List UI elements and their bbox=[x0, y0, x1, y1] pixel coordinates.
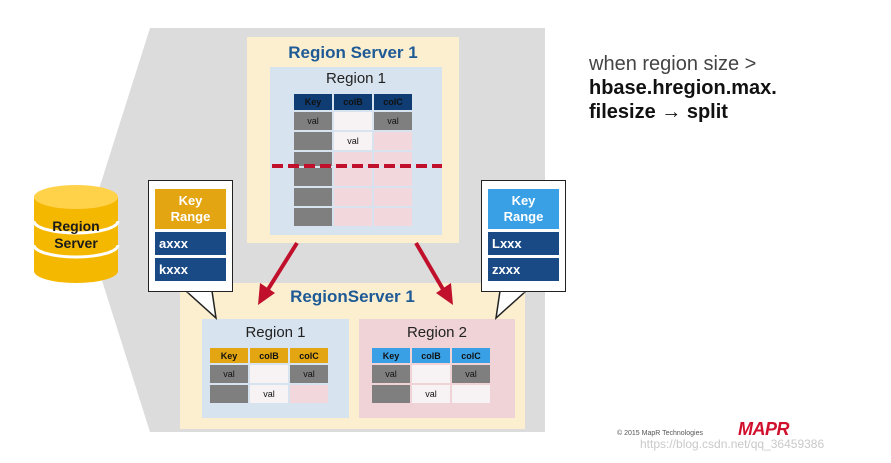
mapr-logo: MAPR bbox=[738, 419, 790, 439]
table-row: val bbox=[210, 385, 328, 403]
arrowhead-left bbox=[258, 283, 275, 305]
cell bbox=[290, 385, 328, 403]
bottom-region-2: Region 2 Key colB colC val val val bbox=[359, 319, 515, 418]
split-note: when region size > hbase.hregion.max. fi… bbox=[589, 52, 879, 124]
cell: val bbox=[290, 365, 328, 383]
keyrange-left-value: kxxx bbox=[155, 258, 226, 281]
table-header-row: Key colB colC bbox=[372, 348, 490, 363]
cell: val bbox=[334, 132, 372, 150]
top-region-server-panel: Region Server 1 Region 1 Key colB colC v… bbox=[247, 37, 459, 243]
cell bbox=[374, 132, 412, 150]
header-colc: colC bbox=[290, 348, 328, 363]
keyrange-right-value: Lxxx bbox=[488, 232, 559, 255]
bottom-region-2-table: Key colB colC val val val bbox=[370, 346, 492, 405]
bottom-server-title: RegionServer 1 bbox=[290, 287, 415, 306]
header-colb: colB bbox=[412, 348, 450, 363]
cell: val bbox=[250, 385, 288, 403]
header-colc: colC bbox=[374, 94, 412, 110]
top-server-title: Region Server 1 bbox=[288, 43, 418, 62]
table-row: val val bbox=[372, 365, 490, 383]
header-colb: colB bbox=[334, 94, 372, 110]
arrowhead-right bbox=[436, 283, 453, 305]
top-region-title: Region 1 bbox=[325, 70, 387, 87]
table-header-row: Key colB colC bbox=[210, 348, 328, 363]
split-line bbox=[272, 164, 442, 168]
table-row: val bbox=[294, 132, 412, 150]
cell bbox=[412, 365, 450, 383]
table-row: val val bbox=[210, 365, 328, 383]
note-line-2: hbase.hregion.max. bbox=[589, 77, 777, 99]
copyright: © 2015 MapR Technologies bbox=[617, 430, 703, 437]
bottom-region-1-table: Key colB colC val val val bbox=[208, 346, 330, 405]
bottom-region-server-panel: RegionServer 1 Region 1 Key colB colC va… bbox=[180, 283, 525, 429]
note-line-3: filesize → split bbox=[589, 101, 728, 123]
cylinder-label: Region Server bbox=[52, 218, 100, 251]
header-colc: colC bbox=[452, 348, 490, 363]
bottom-region-1-title: Region 1 bbox=[245, 324, 306, 341]
cell bbox=[372, 385, 410, 403]
note-line-1: when region size > bbox=[589, 53, 757, 75]
watermark: https://blog.csdn.net/qq_36459386 bbox=[640, 437, 825, 451]
top-region: Region 1 Key colB colC val val val bbox=[270, 67, 442, 235]
right-arrow-icon: → bbox=[661, 101, 682, 123]
keyrange-right-value: zxxx bbox=[488, 258, 559, 281]
header-key: Key bbox=[372, 348, 410, 363]
bottom-region-2-title: Region 2 bbox=[406, 324, 468, 341]
table-row: val bbox=[372, 385, 490, 403]
cell bbox=[210, 385, 248, 403]
header-colb: colB bbox=[250, 348, 288, 363]
keyrange-left-value: axxx bbox=[155, 232, 226, 255]
database-cylinder-icon bbox=[32, 185, 120, 283]
cell bbox=[294, 132, 332, 150]
cell bbox=[334, 112, 372, 130]
cell: val bbox=[412, 385, 450, 403]
cell: val bbox=[452, 365, 490, 383]
cell bbox=[452, 385, 490, 403]
table-header-row: Key colB colC bbox=[294, 94, 412, 110]
top-region-table: Key colB colC val val val bbox=[292, 92, 414, 228]
header-key: Key bbox=[294, 94, 332, 110]
cell: val bbox=[374, 112, 412, 130]
arrow-right bbox=[414, 241, 446, 293]
cell: val bbox=[372, 365, 410, 383]
arrow-left bbox=[265, 241, 299, 293]
table-row: val val bbox=[294, 112, 412, 130]
cell bbox=[250, 365, 288, 383]
cell: val bbox=[210, 365, 248, 383]
cell: val bbox=[294, 112, 332, 130]
header-key: Key bbox=[210, 348, 248, 363]
bottom-region-1: Region 1 Key colB colC val val val bbox=[202, 319, 349, 418]
